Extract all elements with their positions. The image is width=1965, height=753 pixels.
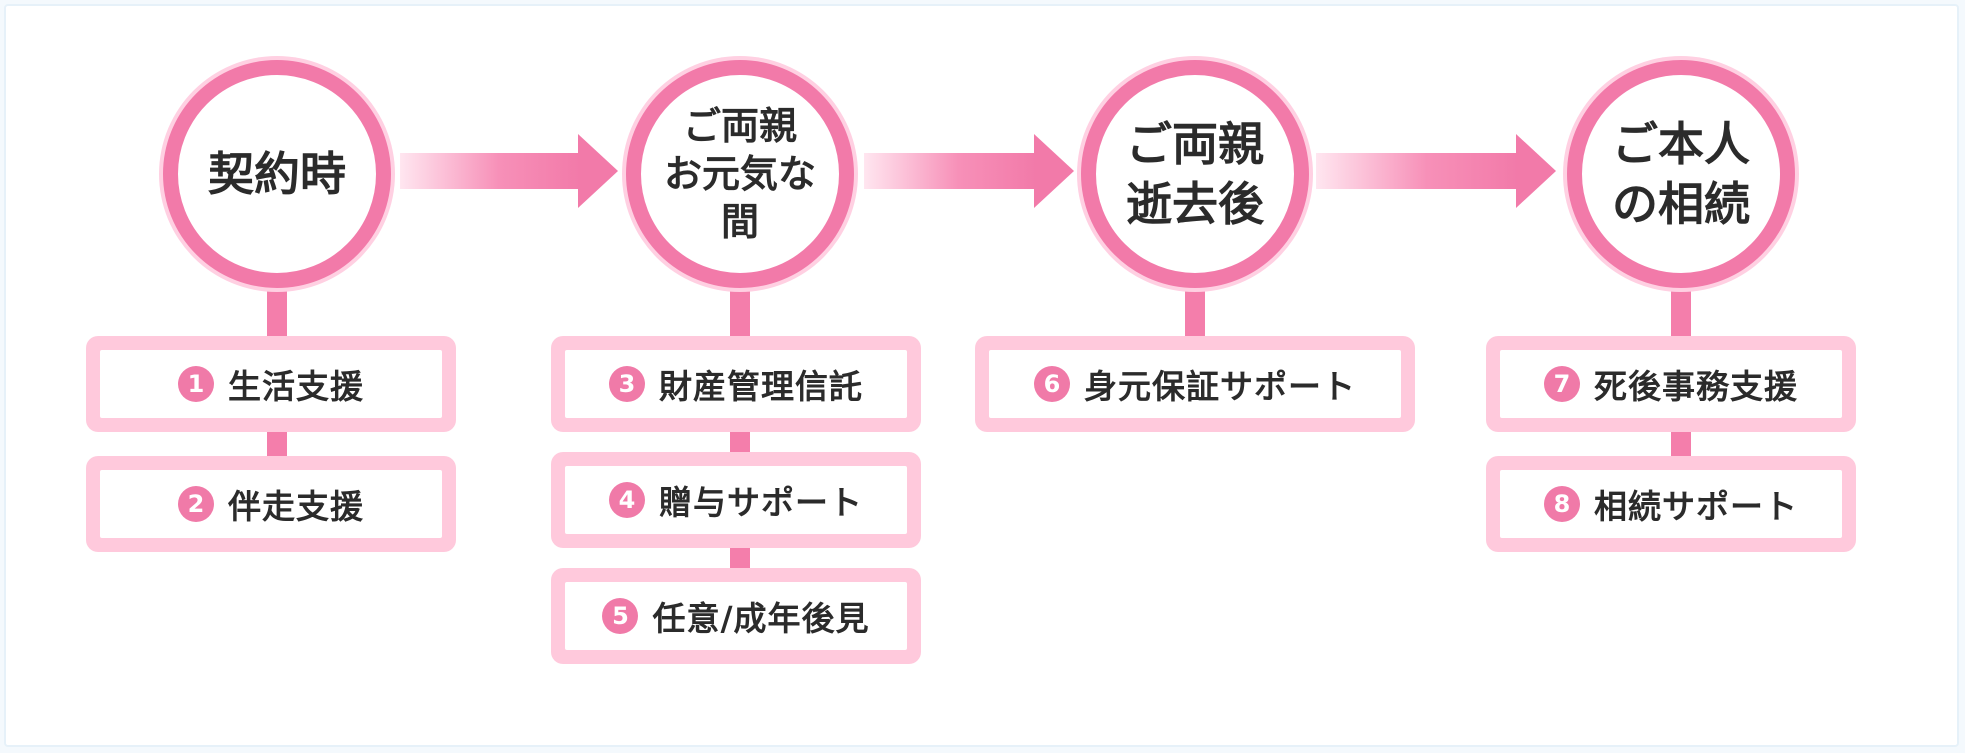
service-box-8: 8 相続サポート [1486,456,1856,552]
service-number-badge: 5 [602,598,639,634]
stage-title: ご両親 逝去後 [1126,117,1264,231]
service-label: 財産管理信託 [659,367,863,406]
service-box-inner: 8 相続サポート [1500,470,1842,538]
flow-arrow-1 [400,134,618,208]
service-box-inner: 6 身元保証サポート [989,350,1401,418]
service-label: 生活支援 [228,367,364,406]
service-box-3: 3 財産管理信託 [551,336,921,432]
service-box-4: 4 贈与サポート [551,452,921,548]
service-number-badge: 6 [1034,366,1070,402]
service-box-inner: 4 贈与サポート [565,466,907,534]
service-box-inner: 7 死後事務支援 [1500,350,1842,418]
service-box-inner: 3 財産管理信託 [565,350,907,418]
service-number-badge: 7 [1544,366,1580,402]
service-label: 死後事務支援 [1594,367,1798,406]
stage-circle-contract: 契約時 [163,60,391,288]
stage-circle-parents-deceased: ご両親 逝去後 [1081,60,1309,288]
service-number-badge: 3 [609,366,645,402]
connector-stage-2 [730,280,750,610]
service-label: 身元保証サポート [1084,367,1356,406]
service-box-2: 2 伴走支援 [86,456,456,552]
service-label: 贈与サポート [659,483,863,522]
flow-arrow-head [1034,134,1074,208]
service-box-5: 5 任意/成年後見 [551,568,921,664]
service-label: 任意/成年後見 [652,599,870,638]
service-box-1: 1 生活支援 [86,336,456,432]
service-label: 相続サポート [1594,487,1798,526]
stage-title: 契約時 [208,147,346,201]
stage-circle-own-inheritance: ご本人 の相続 [1567,60,1795,288]
service-box-inner: 5 任意/成年後見 [565,582,907,650]
service-box-inner: 1 生活支援 [100,350,442,418]
flow-arrow-3 [1316,134,1556,208]
service-box-inner: 2 伴走支援 [100,470,442,538]
flow-arrow-head [1516,134,1556,208]
service-box-6: 6 身元保証サポート [975,336,1415,432]
flow-arrow-2 [864,134,1074,208]
service-box-7: 7 死後事務支援 [1486,336,1856,432]
service-number-badge: 4 [609,482,645,518]
flow-arrow-shaft [864,153,1036,189]
stage-title: ご本人 の相続 [1612,117,1750,231]
stage-title: ご両親 お元気な 間 [663,104,816,244]
service-number-badge: 1 [178,366,214,402]
service-number-badge: 8 [1544,486,1580,522]
flow-arrow-shaft [400,153,580,189]
flow-arrow-shaft [1316,153,1518,189]
stage-circle-parents-alive: ご両親 お元気な 間 [626,60,854,288]
service-number-badge: 2 [178,486,214,522]
flow-arrow-head [578,134,618,208]
service-label: 伴走支援 [228,487,364,526]
